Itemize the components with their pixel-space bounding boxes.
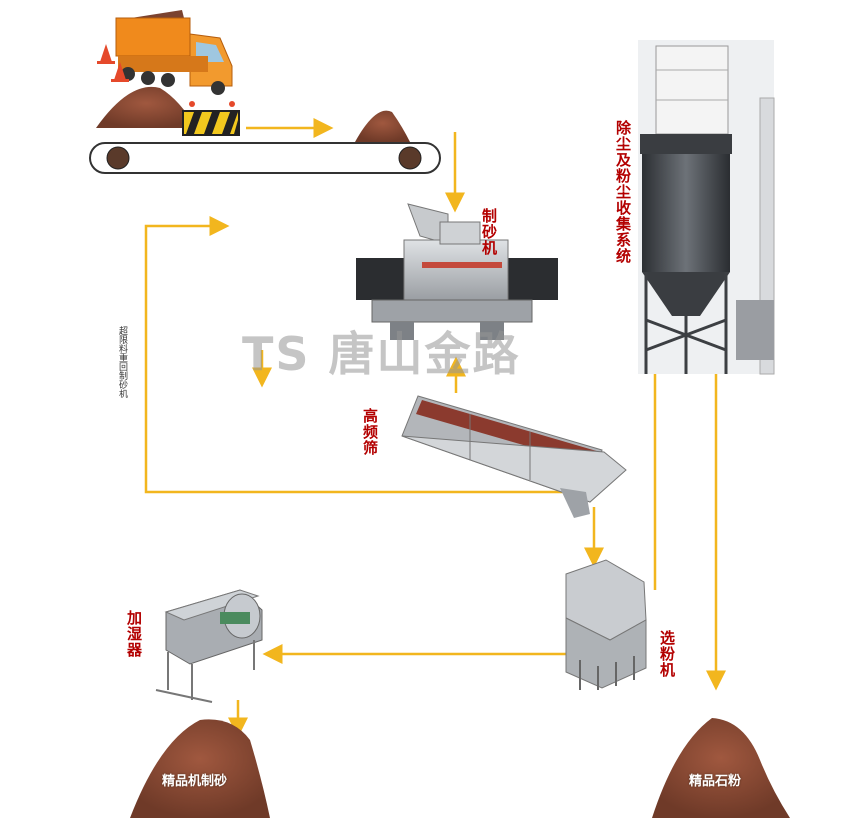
label-screen: 高频筛 bbox=[361, 408, 379, 456]
watermark: TS 唐山金路 bbox=[242, 327, 521, 381]
flow-arrows bbox=[144, 118, 726, 738]
sand-maker-icon bbox=[356, 203, 558, 340]
sand-product-pile bbox=[130, 719, 270, 818]
label-sand-product: 精品机制砂 bbox=[162, 774, 228, 789]
label-sand-maker: 制砂机 bbox=[480, 208, 498, 256]
label-classifier: 选粉机 bbox=[658, 630, 676, 678]
label-humidifier: 加湿器 bbox=[125, 610, 143, 658]
classifier-icon bbox=[565, 559, 647, 690]
raw-material-pile bbox=[96, 86, 196, 128]
belt-conveyor-icon bbox=[89, 142, 441, 174]
conveyor-pile bbox=[355, 110, 410, 142]
barrier-icon bbox=[182, 101, 240, 136]
label-oversize-return: 超限料重回制砂机 bbox=[117, 326, 127, 398]
dust-tower-icon bbox=[638, 40, 775, 375]
humidifier-icon bbox=[155, 589, 263, 703]
traffic-cone-icon bbox=[97, 44, 129, 82]
powder-product-pile bbox=[652, 718, 790, 818]
label-powder-product: 精品石粉 bbox=[689, 774, 742, 789]
dump-truck-icon bbox=[115, 10, 233, 95]
label-dust-system: 除尘及粉尘收集系统 bbox=[614, 120, 632, 264]
vibrating-screen-icon bbox=[401, 395, 627, 518]
